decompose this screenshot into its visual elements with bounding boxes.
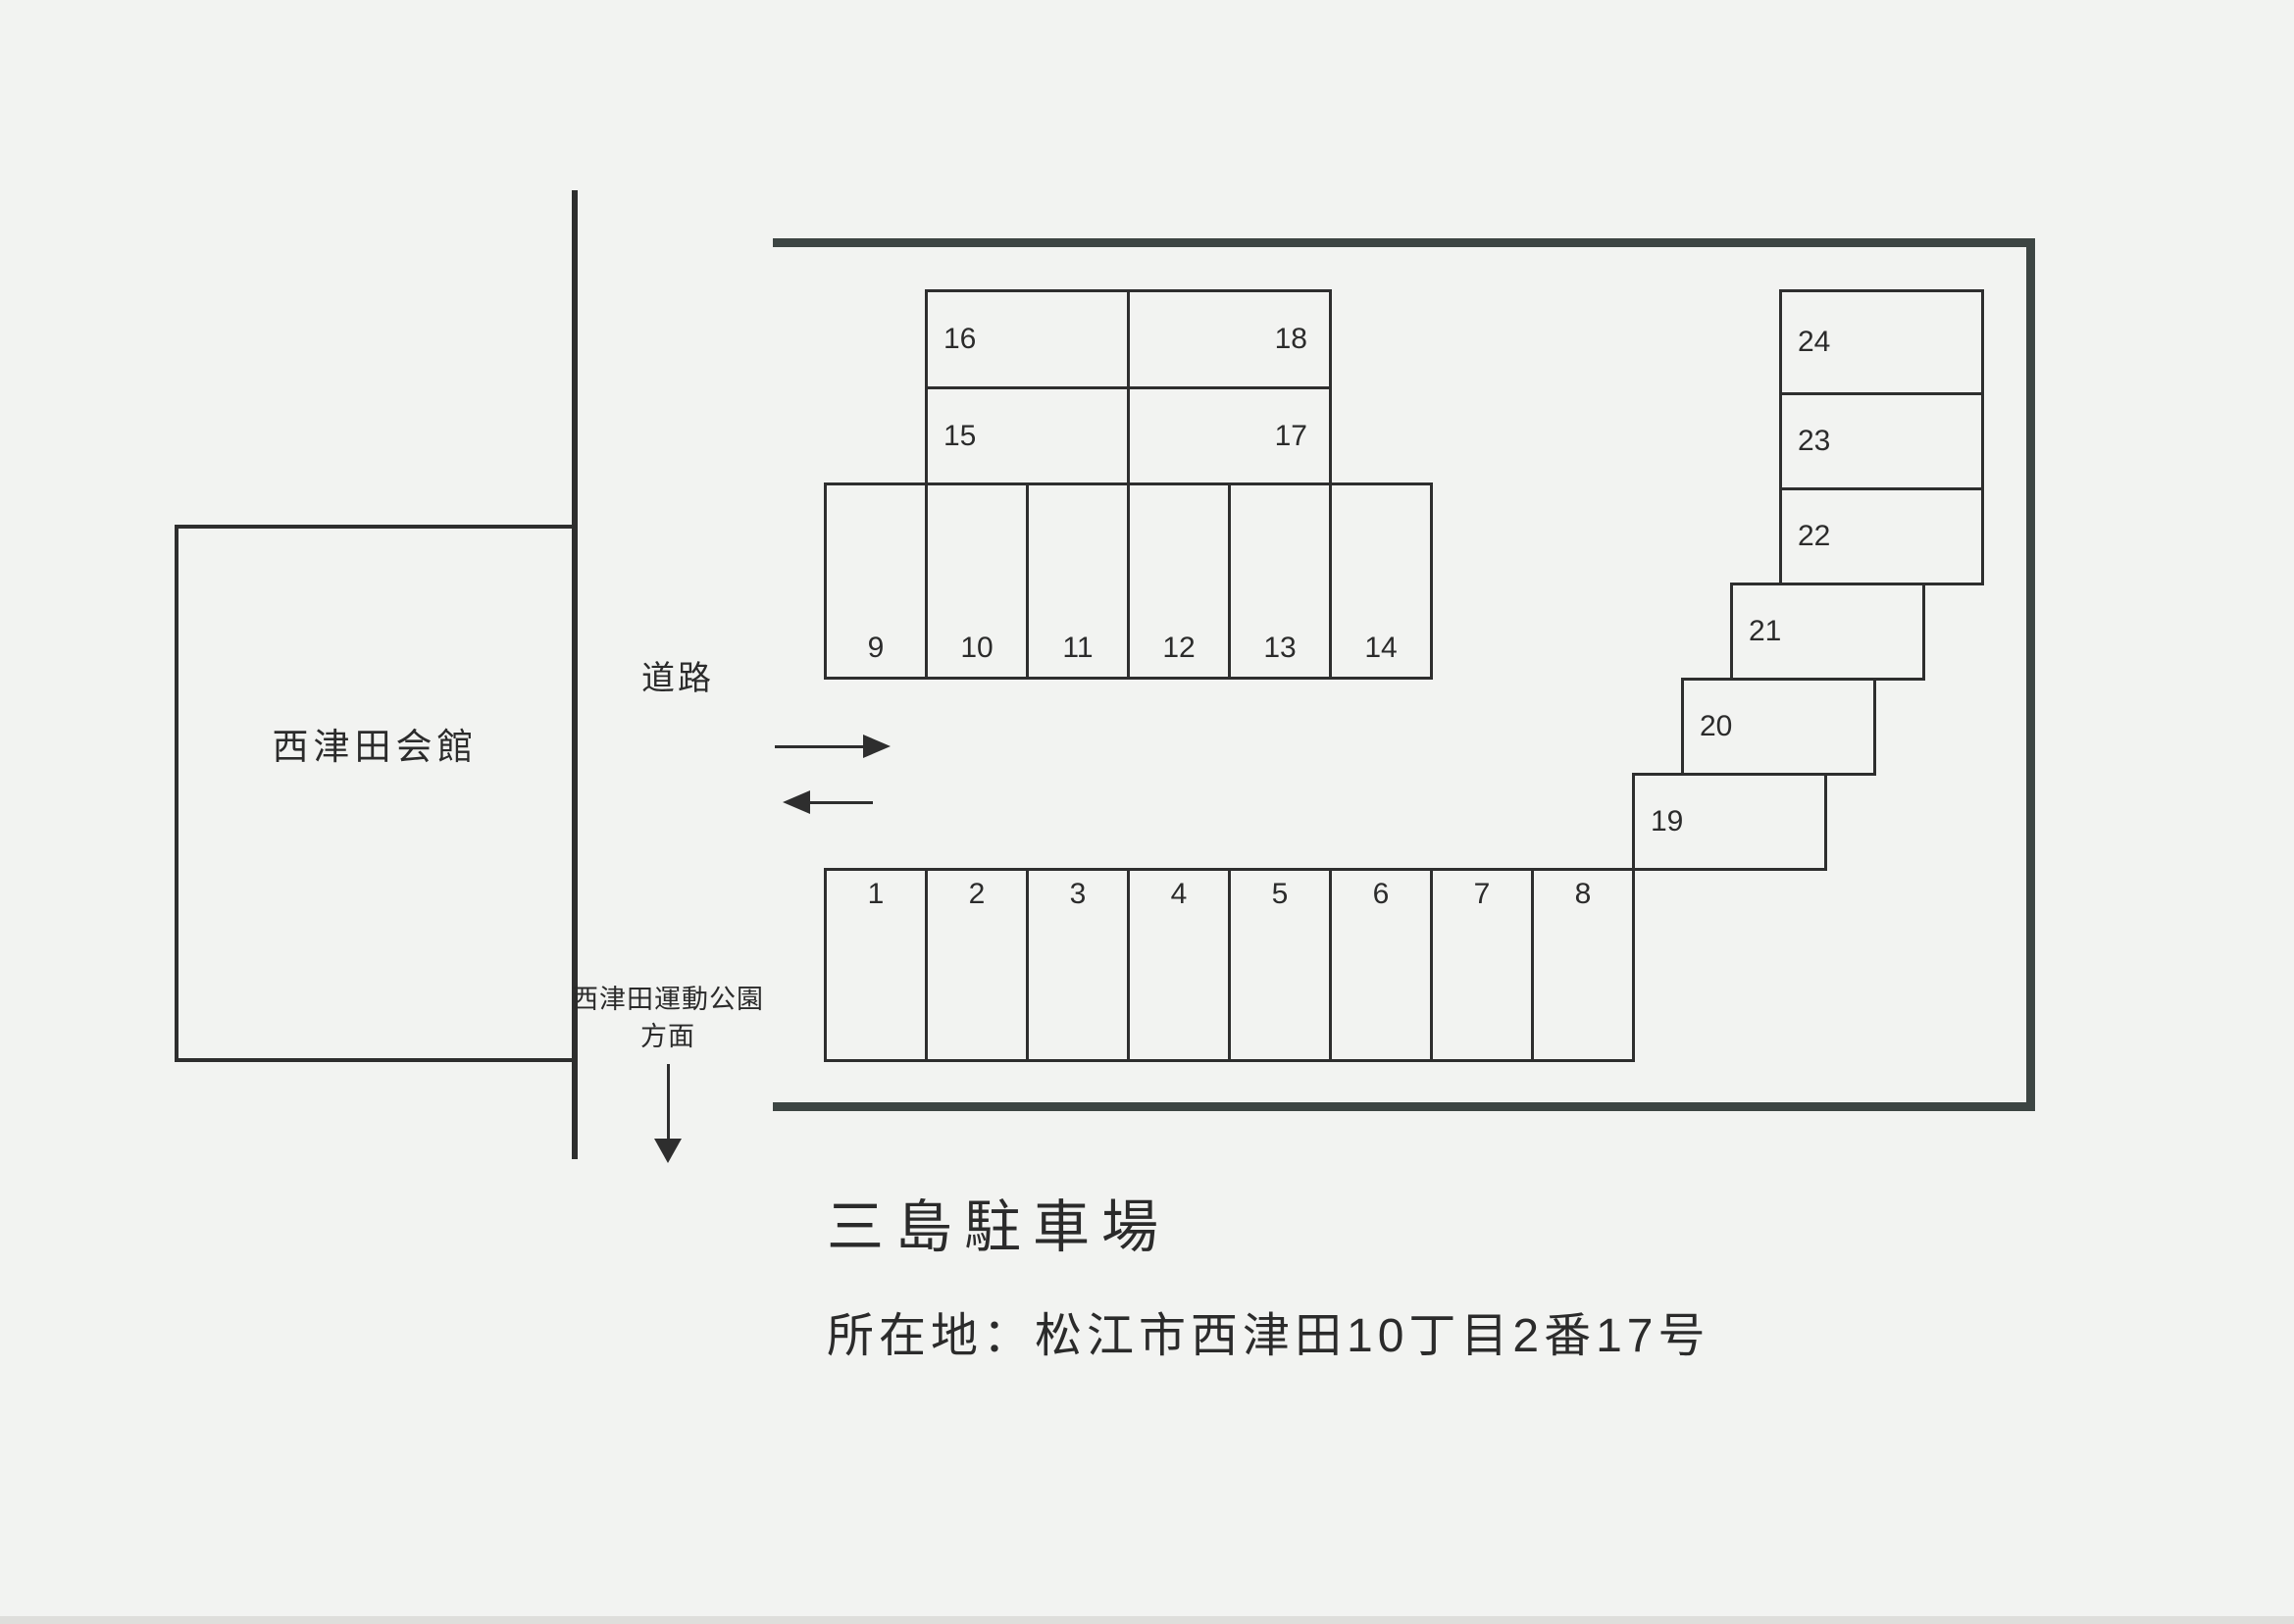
parking-space-12: 12 xyxy=(1127,482,1231,680)
map-address: 所在地：松江市西津田10丁目2番17号 xyxy=(827,1310,1710,1362)
arrow-right-head xyxy=(863,735,891,758)
building-outline: 西津田会館 xyxy=(175,525,576,1062)
lot-border-top xyxy=(773,238,2035,247)
parking-space-13: 13 xyxy=(1228,482,1332,680)
parking-space-10: 10 xyxy=(925,482,1029,680)
building-label: 西津田会館 xyxy=(272,727,479,767)
park-direction-line2: 方面 xyxy=(640,1022,695,1051)
lot-border-right xyxy=(2026,238,2035,1111)
space-number: 2 xyxy=(968,878,986,910)
parking-space-24: 24 xyxy=(1779,289,1984,395)
space-number: 12 xyxy=(1162,632,1196,664)
parking-space-3: 3 xyxy=(1026,868,1130,1062)
parking-space-9: 9 xyxy=(824,482,928,680)
arrow-left-head xyxy=(783,790,810,814)
space-number: 20 xyxy=(1700,710,1733,742)
arrow-right-shaft xyxy=(775,744,863,748)
parking-space-22: 22 xyxy=(1779,487,1984,585)
space-number: 11 xyxy=(1062,632,1094,664)
parking-space-21: 21 xyxy=(1730,583,1925,681)
parking-space-6: 6 xyxy=(1329,868,1433,1062)
space-number: 4 xyxy=(1170,878,1188,910)
space-number: 9 xyxy=(867,632,885,664)
parking-space-15: 15 xyxy=(925,386,1130,485)
map-title: 三島駐車場 xyxy=(827,1195,1171,1259)
space-number: 21 xyxy=(1749,615,1782,647)
arrow-down-head xyxy=(654,1139,682,1163)
parking-space-11: 11 xyxy=(1026,482,1130,680)
arrow-left-icon xyxy=(783,790,873,814)
space-number: 5 xyxy=(1271,878,1289,910)
space-number: 1 xyxy=(867,878,885,910)
scan-edge-artifact xyxy=(0,1616,2294,1624)
space-number: 16 xyxy=(943,323,977,355)
space-number: 8 xyxy=(1574,878,1592,910)
parking-space-4: 4 xyxy=(1127,868,1231,1062)
space-number: 7 xyxy=(1473,878,1491,910)
space-number: 6 xyxy=(1372,878,1390,910)
road-label: 道路 xyxy=(641,660,714,697)
space-number: 22 xyxy=(1798,520,1831,552)
space-number: 15 xyxy=(943,419,977,452)
space-number: 10 xyxy=(960,632,994,664)
parking-space-7: 7 xyxy=(1430,868,1534,1062)
parking-space-23: 23 xyxy=(1779,392,1984,490)
arrow-down-shaft xyxy=(666,1064,670,1139)
space-number: 18 xyxy=(1274,323,1307,355)
arrow-right-icon xyxy=(775,735,891,758)
arrow-down-icon xyxy=(653,1064,683,1163)
parking-space-2: 2 xyxy=(925,868,1029,1062)
park-direction-line1: 西津田運動公園 xyxy=(572,985,764,1014)
parking-space-18: 18 xyxy=(1127,289,1332,389)
park-direction-note: 西津田運動公園 方面 xyxy=(549,981,787,1055)
parking-space-19: 19 xyxy=(1632,773,1827,871)
space-number: 3 xyxy=(1069,878,1087,910)
space-number: 19 xyxy=(1651,805,1684,837)
lot-border-bottom xyxy=(773,1102,2035,1111)
parking-space-16: 16 xyxy=(925,289,1130,389)
space-number: 13 xyxy=(1263,632,1297,664)
space-number: 17 xyxy=(1274,419,1307,452)
space-number: 24 xyxy=(1798,326,1831,358)
parking-space-14: 14 xyxy=(1329,482,1433,680)
parking-space-1: 1 xyxy=(824,868,928,1062)
parking-space-20: 20 xyxy=(1681,678,1876,776)
arrow-left-shaft xyxy=(810,800,873,804)
parking-space-5: 5 xyxy=(1228,868,1332,1062)
space-number: 14 xyxy=(1364,632,1398,664)
parking-space-17: 17 xyxy=(1127,386,1332,485)
parking-space-8: 8 xyxy=(1531,868,1635,1062)
space-number: 23 xyxy=(1798,425,1831,457)
